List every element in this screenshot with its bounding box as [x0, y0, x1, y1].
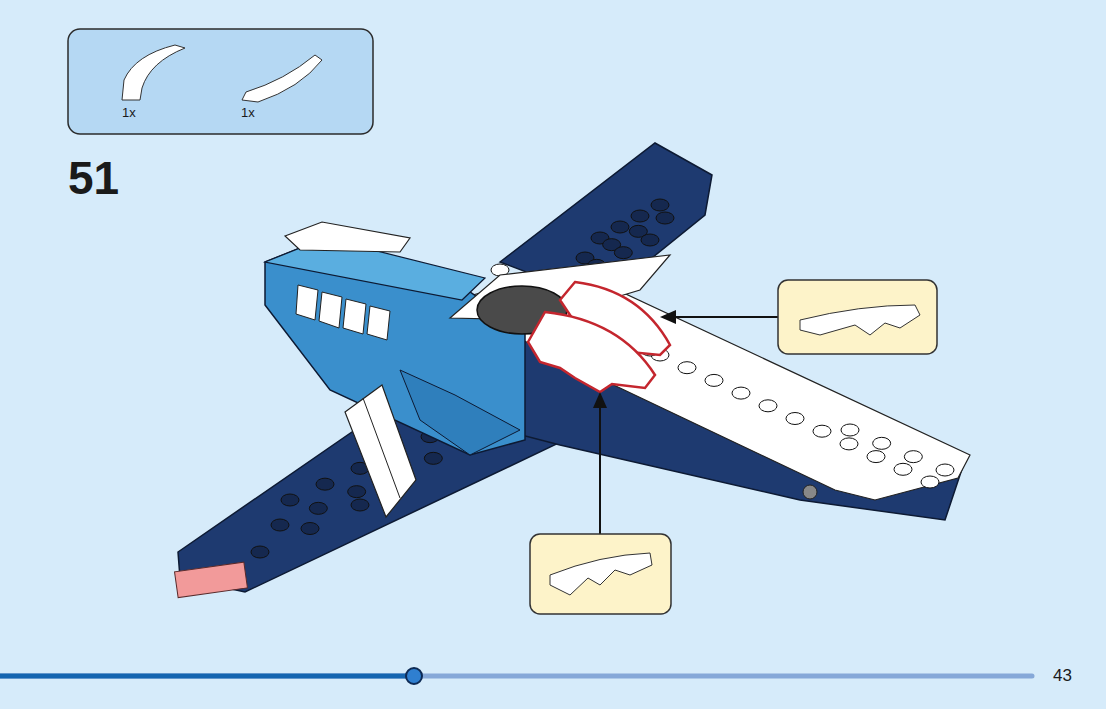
progress-fill [0, 674, 414, 679]
stud [841, 424, 859, 436]
stud [873, 437, 891, 449]
arrowhead [660, 310, 676, 324]
stud [316, 478, 334, 490]
stud-group [451, 264, 954, 488]
white-panel [345, 385, 416, 517]
grille [319, 292, 342, 328]
callout-box [778, 280, 937, 354]
stud [732, 387, 750, 399]
tail-boom-plate [455, 268, 970, 500]
stud [424, 452, 442, 464]
stud [840, 438, 858, 450]
curved-slope-part [550, 553, 652, 595]
stud [614, 247, 632, 259]
arrowhead [593, 392, 607, 408]
stud [641, 234, 659, 246]
nose-underside [400, 370, 520, 455]
step-number: 51 [68, 155, 119, 201]
stud [351, 499, 369, 511]
stud [611, 221, 629, 233]
callout-arrow [672, 316, 778, 318]
parts-panel [68, 29, 373, 134]
part-quantity: 1x [122, 106, 136, 119]
stud [678, 362, 696, 374]
stud [936, 464, 954, 476]
stud [251, 546, 269, 558]
page-number: 43 [1053, 667, 1072, 684]
new-part [528, 312, 655, 392]
curved-slope-part [800, 305, 920, 335]
stud [867, 451, 885, 463]
part-quantity: 1x [241, 106, 255, 119]
stud [271, 519, 289, 531]
stud [904, 451, 922, 463]
stud [705, 374, 723, 386]
grille [296, 285, 318, 320]
stud [631, 210, 649, 222]
stud [656, 212, 674, 224]
stud [813, 425, 831, 437]
stud-group [251, 199, 674, 558]
stud [921, 476, 939, 488]
stud [759, 400, 777, 412]
curved-slope-part [242, 55, 322, 102]
stud [309, 502, 327, 514]
nose-plate [285, 222, 410, 252]
stud [281, 494, 299, 506]
progress-track [0, 674, 1032, 679]
stud [786, 413, 804, 425]
grille [343, 299, 366, 334]
callout-arrow [599, 405, 601, 534]
grille [367, 306, 390, 340]
curved-slope-part [122, 45, 185, 100]
tail-light [175, 562, 248, 597]
stud [894, 463, 912, 475]
stud [301, 523, 319, 535]
stud [348, 486, 366, 498]
wheel [803, 485, 817, 499]
stud [651, 199, 669, 211]
callout-box [530, 534, 671, 614]
progress-knob [406, 668, 422, 684]
panel-line [363, 398, 400, 498]
